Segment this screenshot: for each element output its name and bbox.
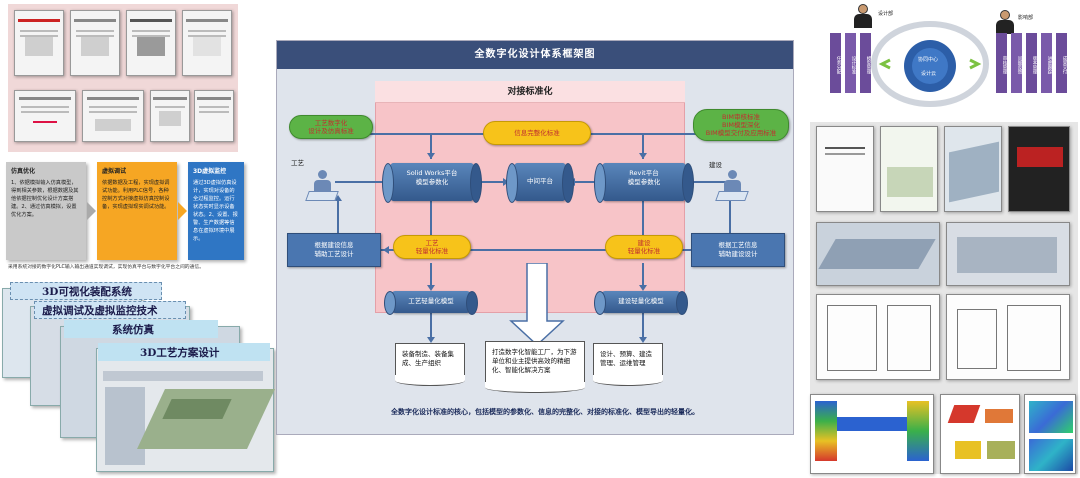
process-application-doc: 装备制造、装备集成、生产组织: [395, 343, 465, 386]
drawing-thumbnail: [816, 294, 940, 380]
flow-arrow-icon: [178, 202, 187, 220]
smart-factory-doc: 打造数字化智能工厂，为下游单位和业主提供高效的精细化、智能化解决方案: [485, 341, 585, 393]
doc-thumbnail: [150, 90, 190, 142]
process-design-standard: 工艺数字化 设计及仿真标准: [289, 115, 373, 139]
designer-avatar-icon: [852, 4, 874, 28]
doc-thumbnail: [70, 10, 120, 76]
software-title: 3D工艺方案设计: [140, 347, 220, 359]
software-title: 虚拟调试及虚拟监控技术: [42, 305, 158, 317]
purple-card: 成果交付: [1056, 33, 1067, 93]
model-screenshot: [946, 222, 1070, 286]
info-box-simulation: 仿真优化 1、依据模拟输入仿真模型，得到相关参数，根据数据及其他依据控制优化设计…: [6, 162, 86, 260]
info-box-text: 依据数据及工程，实现虚拟调试功能。利用PLC信号，各种控制方式对接虚拟仿真控制设…: [102, 180, 170, 210]
doc-thumbnail: [194, 90, 234, 142]
arrow-down-icon: [427, 153, 435, 159]
construction-person-icon: [715, 169, 749, 203]
bim-standard: BIM审核标准 BIM模型深化 BIM模型交付及应用标准: [693, 109, 789, 141]
document-thumbnail: [944, 126, 1002, 212]
software-title-bar: [98, 343, 270, 361]
arrow-down-icon: [639, 153, 647, 159]
software-screenshot: [96, 348, 275, 472]
info-completeness-standard: 信息完整化标准: [483, 121, 591, 145]
info-box-title: 虚拟调试: [102, 168, 127, 175]
construction-lightweight-standard: 建设 轻量化标准: [605, 235, 683, 259]
document-thumbnail: [1008, 126, 1070, 212]
arrow-down-icon: [639, 337, 647, 343]
reviewer-avatar-icon: [994, 10, 1016, 34]
document-thumbnail: [816, 126, 874, 212]
software-title: 3D可视化装配系统: [42, 286, 132, 298]
arrow-down-icon: [639, 285, 647, 291]
arrow-down-icon: [427, 285, 435, 291]
right-thumbnail-group: [810, 122, 1078, 474]
construction-application-doc: 设计、预算、建造管理、运维管理: [593, 343, 663, 386]
arrow-left-icon: [383, 246, 389, 254]
solidworks-platform: Solid Works平台 模型参数化: [382, 163, 482, 203]
software-title-bar: [10, 282, 162, 300]
info-box-text: 通过3D虚拟仿真设计，实现对设备的全过程监控。运行状态实时显示设备状态。2、设置…: [193, 180, 238, 242]
model-screenshot: [816, 222, 940, 286]
diagram-footer: 全数字化设计标准的核心，包括模型的参数化、信息的完整化、对接的标准化、模型导出的…: [391, 408, 699, 416]
doc-thumbnail: [14, 10, 64, 76]
info-box-3d-monitor: 3D虚拟监控 通过3D虚拟仿真设计，实现对设备的全过程监控。运行状态实时显示设备…: [188, 162, 244, 260]
doc-thumbnail: [182, 10, 232, 76]
doc-thumbnail: [126, 10, 176, 76]
left-doc-panel: [8, 4, 238, 152]
process-lightweight-standard: 工艺 轻量化标准: [393, 235, 471, 259]
process-lightweight-model: 工艺轻量化模型: [384, 291, 478, 315]
assist-construction-design-box: 根据工艺信息 辅助建设设计: [691, 233, 785, 267]
purple-card: 审核管理: [996, 33, 1007, 93]
purple-card: 设计标准: [845, 33, 856, 93]
doc-thumbnail: [14, 90, 76, 142]
reviewer-label: 影响部: [1018, 15, 1034, 21]
big-down-arrow-icon: [509, 263, 565, 347]
analysis-thumbnail: [940, 394, 1020, 474]
purple-card: 进度跟踪: [1041, 33, 1052, 93]
diagram-title: 全数字化设计体系框架图: [277, 41, 793, 69]
info-box-title: 仿真优化: [11, 168, 36, 175]
framework-diagram: 全数字化设计体系框架图 对接标准化 工艺数字化 设计及仿真标准 BIM审核标准 …: [276, 40, 794, 435]
analysis-thumbnail: [810, 394, 934, 474]
doc-thumbnail: [82, 90, 144, 142]
collab-cloud-label: 设计云: [921, 71, 937, 77]
left-caption: 采用系统对接的数字化PLC输入输出通道实现调试，实现仿真平台与数字化平台之间的通…: [8, 265, 204, 270]
software-title-bar: [34, 301, 186, 319]
info-box-title: 3D虚拟监控: [193, 168, 227, 175]
process-person-label: 工艺: [291, 159, 304, 167]
revit-platform: Revit平台 模型参数化: [594, 163, 694, 203]
purple-card: 模型管理: [860, 33, 871, 93]
arrow-down-icon: [427, 337, 435, 343]
flow-arrow-icon: [87, 202, 96, 220]
arrow-up-icon: [334, 195, 342, 201]
document-thumbnail: [880, 126, 938, 212]
assist-process-design-box: 根据建设信息 辅助工艺设计: [287, 233, 381, 267]
collaboration-cycle-icon: [871, 21, 989, 107]
middle-platform: 中间平台: [506, 163, 574, 203]
software-title-bar: [64, 320, 218, 338]
purple-card: 问题反馈: [1011, 33, 1022, 93]
standard-zone-title: 对接标准化: [375, 81, 685, 103]
designer-label: 设计部: [878, 11, 894, 17]
analysis-thumbnail: [1024, 394, 1076, 474]
process-person-icon: [305, 169, 339, 203]
construction-lightweight-model: 建设轻量化模型: [594, 291, 688, 315]
info-box-virtual-debug: 虚拟调试 依据数据及工程，实现虚拟调试功能。利用PLC信号，各种控制方式对接虚拟…: [97, 162, 177, 260]
drawing-thumbnail: [946, 294, 1070, 380]
construction-person-label: 建设: [709, 161, 722, 169]
info-box-text: 1、依据模拟输入仿真模型，得到相关参数，根据数据及其他依据控制优化设计方案搭建。…: [11, 180, 79, 218]
purple-card: 版本管理: [1026, 33, 1037, 93]
collab-center-label: 协同中心: [918, 57, 939, 63]
purple-card: 任务分配: [830, 33, 841, 93]
software-title: 系统仿真: [112, 324, 154, 336]
